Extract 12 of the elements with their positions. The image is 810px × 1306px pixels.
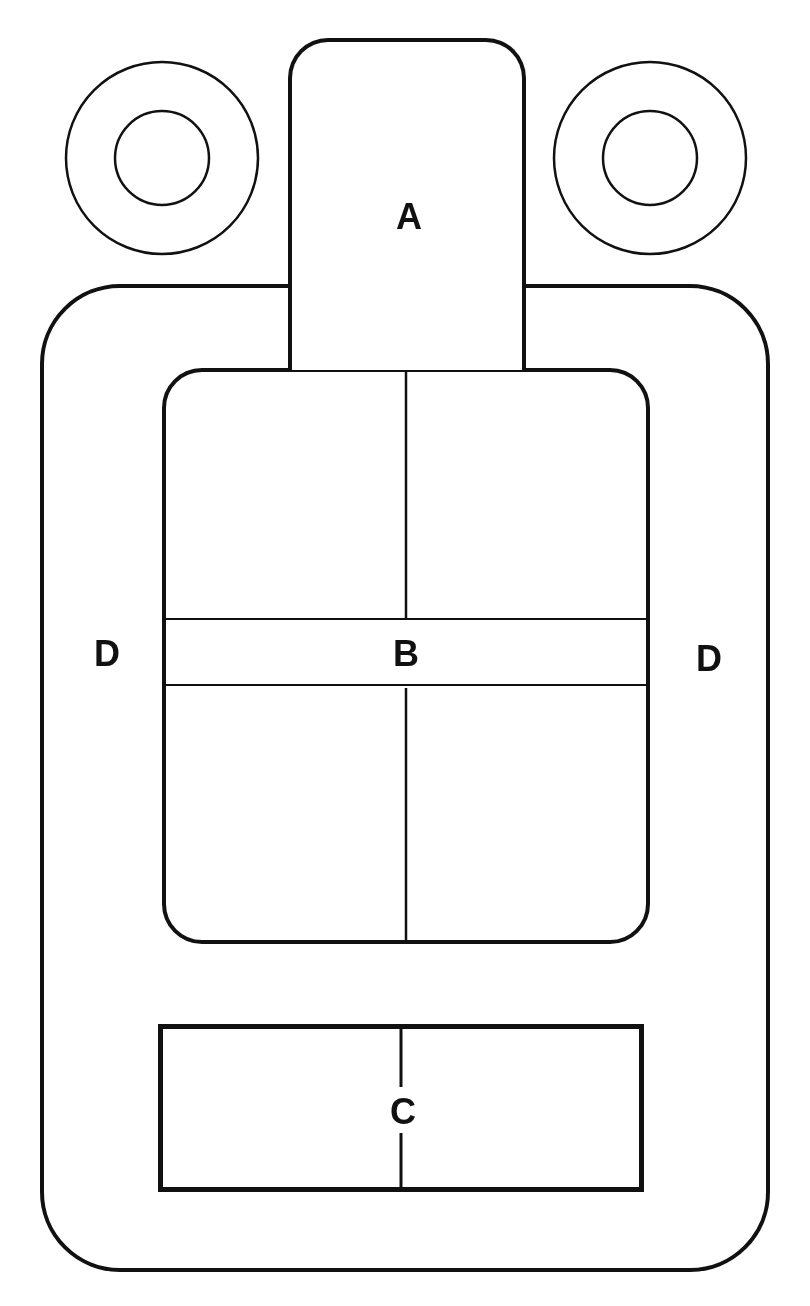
bottom-panel <box>158 1024 644 1192</box>
part-letter: D <box>94 636 120 672</box>
part-letter: C <box>390 1094 416 1130</box>
center-panel <box>162 368 650 944</box>
tab-panel <box>288 38 526 370</box>
center-band <box>166 618 646 686</box>
part-letter: D <box>696 641 722 677</box>
part-letter: B <box>393 636 419 672</box>
part-letter: A <box>396 199 422 235</box>
ring-circle <box>64 60 260 256</box>
outer-board <box>40 284 770 1272</box>
ring-circle <box>552 60 748 256</box>
